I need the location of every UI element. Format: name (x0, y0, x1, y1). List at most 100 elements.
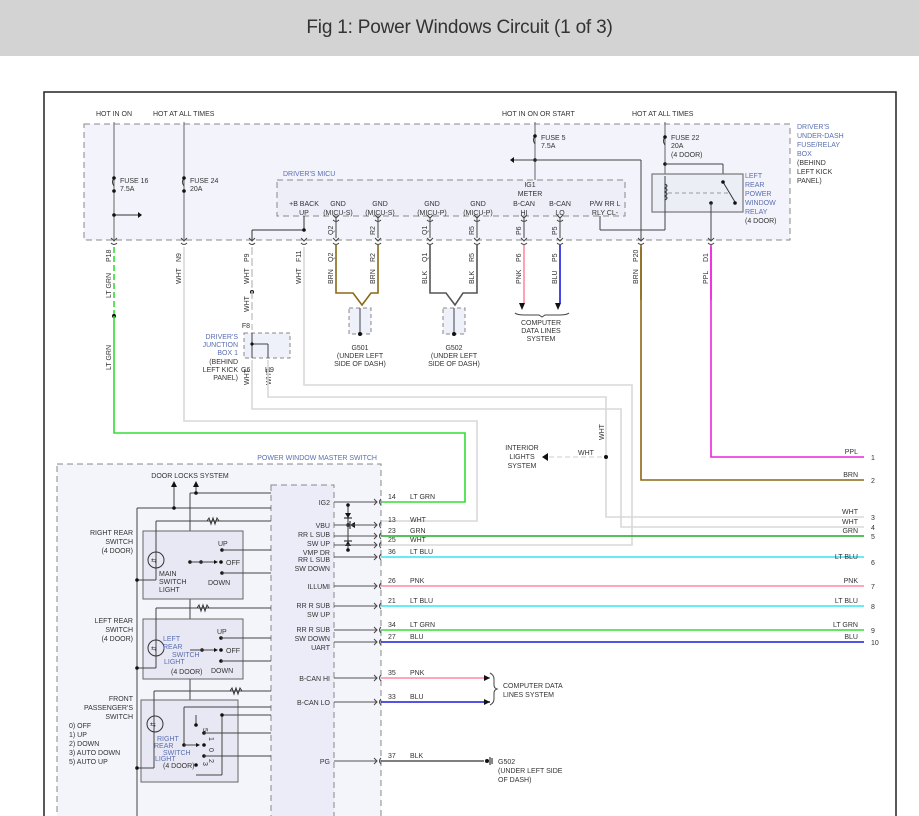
connector-mark (379, 602, 382, 610)
connector-mark (707, 242, 715, 245)
svg-text:SWITCH: SWITCH (105, 714, 133, 721)
svg-text:F8: F8 (242, 323, 250, 330)
svg-text:LEFT KICK: LEFT KICK (797, 169, 833, 176)
connector-mark (473, 237, 481, 242)
svg-text:G502: G502 (445, 345, 462, 352)
master-switch-terminal-label: RR L SUB (298, 557, 330, 564)
svg-text:1) UP: 1) UP (69, 732, 87, 739)
master-switch-terminal-label: B-CAN LO (297, 700, 331, 707)
connector-mark (473, 214, 481, 219)
micu-terminal-label: UP (299, 210, 309, 217)
wire-wht-f11 (303, 247, 633, 546)
svg-text:LIGHT: LIGHT (155, 756, 176, 763)
wire-color-label: BLK (422, 270, 429, 284)
g502-ground-bottom: G502 (UNDER LEFT SIDE OF DASH) (485, 757, 563, 784)
drivers-micu (276, 179, 626, 217)
connector-mark (520, 242, 528, 245)
wire-color-label: WHT (176, 267, 183, 284)
connector-mark (373, 498, 378, 506)
svg-text:7.5A: 7.5A (120, 186, 135, 193)
continuation-wire-color: GRN (842, 528, 858, 535)
svg-text:LIGHT: LIGHT (164, 659, 185, 666)
svg-text:LIGHTS: LIGHTS (509, 454, 535, 461)
wire-routes: LT GRN WHT WHT WHT (106, 247, 864, 546)
connector-mark (373, 553, 378, 561)
continuation-wire-color: LT BLU (835, 598, 858, 605)
svg-text:(4 DOOR): (4 DOOR) (745, 218, 777, 225)
svg-text:0) OFF: 0) OFF (69, 723, 91, 730)
continuation-number: 7 (871, 584, 875, 591)
svg-text:UNDER-DASH: UNDER-DASH (797, 133, 844, 140)
terminal-pin: 13 (388, 517, 396, 524)
connector-mark (332, 237, 340, 242)
master-switch-control-unit (270, 484, 335, 816)
svg-text:OF DASH): OF DASH) (498, 777, 531, 784)
svg-text:(UNDER LEFT: (UNDER LEFT (337, 353, 384, 360)
master-switch-terminal-label: ILLUMI (307, 584, 330, 591)
connector-mark (374, 214, 382, 219)
pin-label: F11 (296, 250, 303, 262)
svg-text:PASSENGER'S: PASSENGER'S (84, 705, 133, 712)
svg-text:⇆: ⇆ (151, 646, 157, 653)
svg-text:7.5A: 7.5A (541, 143, 556, 150)
svg-text:WHT: WHT (578, 450, 595, 457)
figure-title-bar: Fig 1: Power Windows Circuit (1 of 3) (0, 0, 919, 56)
svg-text:RELAY: RELAY (745, 209, 768, 216)
master-switch-terminal-label: SW DOWN (295, 566, 330, 573)
svg-text:BOX 1: BOX 1 (217, 350, 238, 357)
svg-text:REAR: REAR (745, 182, 764, 189)
svg-text:DATA LINES: DATA LINES (521, 328, 561, 335)
connector-mark (426, 237, 434, 242)
terminal-pin: 33 (388, 694, 396, 701)
micu-terminal-label: (MICU-S) (323, 210, 353, 217)
connector-mark (379, 638, 382, 646)
micu-pin-label: Q1 (422, 226, 429, 235)
connector-mark (180, 237, 188, 242)
svg-text:SWITCH: SWITCH (159, 579, 187, 586)
connector-mark (248, 242, 256, 245)
svg-text:WHT: WHT (599, 423, 606, 440)
connector-mark (473, 219, 481, 222)
svg-text:INTERIOR: INTERIOR (505, 445, 538, 452)
connector-mark (300, 237, 308, 242)
svg-text:2) DOWN: 2) DOWN (69, 741, 99, 748)
svg-text:⇆: ⇆ (150, 722, 156, 729)
svg-text:(UNDER LEFT SIDE: (UNDER LEFT SIDE (498, 768, 563, 775)
connector-mark (556, 219, 564, 222)
svg-text:SWITCH: SWITCH (105, 539, 133, 546)
connector-mark (426, 242, 434, 245)
svg-text:SWITCH: SWITCH (105, 627, 133, 634)
continuation-wire-color: PPL (845, 449, 858, 456)
svg-text:UP: UP (218, 541, 228, 548)
micu-terminal-label: (MICU-P) (417, 210, 447, 217)
svg-text:(4 DOOR): (4 DOOR) (171, 669, 203, 676)
wire-color-label: WHT (266, 368, 273, 385)
svg-text:FRONT: FRONT (109, 696, 134, 703)
wire-wht-3 (605, 457, 864, 518)
master-switch-terminal-label: SW UP (307, 612, 330, 619)
micu-terminal-label: GND (372, 201, 388, 208)
micu-terminal-label: B-CAN (513, 201, 535, 208)
connector-mark (373, 532, 378, 540)
pin-label: Q2 (328, 253, 335, 262)
connector-mark (373, 541, 378, 549)
pin-label: P18 (106, 249, 113, 262)
svg-text:OFF: OFF (226, 648, 240, 655)
svg-text:LEFT KICK: LEFT KICK (203, 367, 239, 374)
svg-text:SYSTEM: SYSTEM (527, 336, 556, 343)
svg-text:(4 DOOR): (4 DOOR) (671, 152, 703, 159)
continuation-wire-color: PNK (844, 578, 859, 585)
svg-text:(4 DOOR): (4 DOOR) (102, 548, 134, 555)
svg-text:REAR: REAR (154, 743, 173, 750)
svg-text:LIGHT: LIGHT (159, 587, 180, 594)
svg-text:PANEL): PANEL) (213, 375, 238, 382)
micu-pin-label: R5 (469, 226, 476, 235)
figure-title: Fig 1: Power Windows Circuit (1 of 3) (306, 17, 613, 38)
terminal-wire-color: LT GRN (410, 494, 435, 501)
micu-terminal-label: B-CAN (549, 201, 571, 208)
svg-text:LEFT: LEFT (163, 636, 181, 643)
svg-text:LEFT: LEFT (745, 173, 763, 180)
pin-label: N9 (176, 253, 183, 262)
master-switch-terminal-label: RR L SUB (298, 532, 330, 539)
